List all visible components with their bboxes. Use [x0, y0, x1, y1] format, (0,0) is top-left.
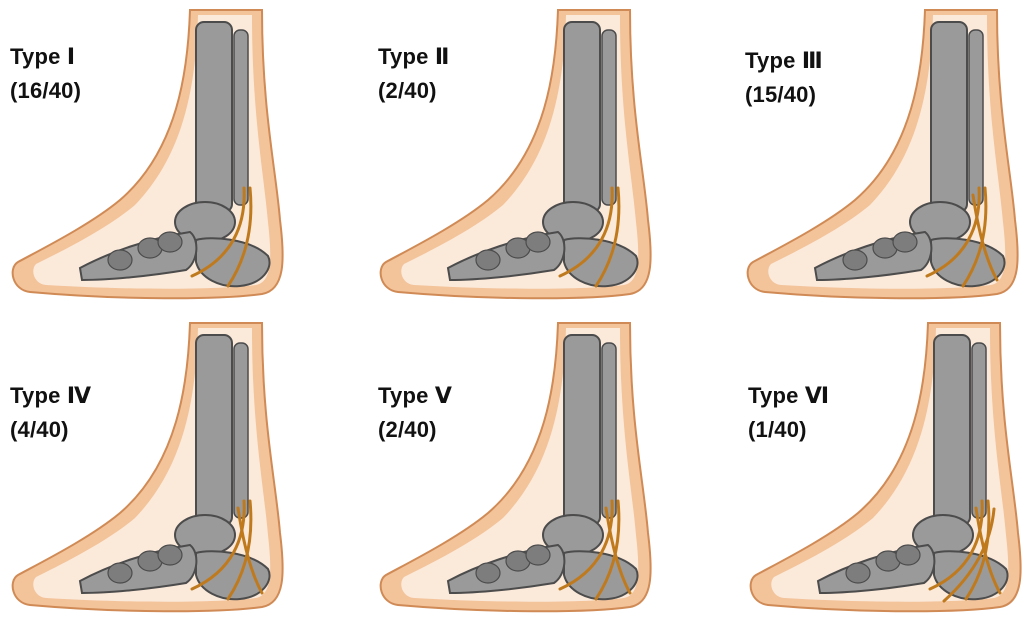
- type-label: Type Ⅵ: [748, 379, 829, 413]
- panel-type-2: Type Ⅱ (2/40): [368, 0, 708, 313]
- tarsal-bone: [476, 563, 500, 583]
- count-label: (2/40): [378, 413, 452, 447]
- panel-label: Type Ⅲ (15/40): [745, 44, 823, 112]
- panel-type-5: Type Ⅴ (2/40): [368, 313, 708, 626]
- count-label: (2/40): [378, 74, 450, 108]
- tarsal-bone: [158, 232, 182, 252]
- type-label: Type Ⅰ: [10, 40, 81, 74]
- tarsal-bone: [108, 250, 132, 270]
- tarsal-bone: [526, 545, 550, 565]
- tarsal-bone: [526, 232, 550, 252]
- tarsal-bone: [846, 563, 870, 583]
- fibula-bone: [602, 343, 616, 518]
- count-label: (1/40): [748, 413, 829, 447]
- panel-label: Type Ⅵ (1/40): [748, 379, 829, 447]
- panel-label: Type Ⅰ (16/40): [10, 40, 81, 108]
- tibia-bone: [931, 22, 967, 212]
- tarsal-bone: [896, 545, 920, 565]
- ankle-illustration-4: [0, 313, 340, 626]
- fibula-bone: [234, 30, 248, 205]
- panel-type-3: Type Ⅲ (15/40): [735, 0, 1022, 313]
- count-label: (4/40): [10, 413, 91, 447]
- fibula-bone: [972, 343, 986, 518]
- tarsal-bone: [108, 563, 132, 583]
- count-label: (15/40): [745, 78, 823, 112]
- tarsal-bone: [476, 250, 500, 270]
- tibia-bone: [934, 335, 970, 525]
- fibula-bone: [969, 30, 983, 205]
- type-label: Type Ⅳ: [10, 379, 91, 413]
- panel-type-6: Type Ⅵ (1/40): [738, 313, 1022, 626]
- panel-type-1: Type Ⅰ (16/40): [0, 0, 340, 313]
- tarsal-bone: [893, 232, 917, 252]
- tarsal-bone: [843, 250, 867, 270]
- fibula-bone: [234, 343, 248, 518]
- panel-label: Type Ⅳ (4/40): [10, 379, 91, 447]
- tibia-bone: [564, 335, 600, 525]
- fibula-bone: [602, 30, 616, 205]
- tibia-bone: [196, 335, 232, 525]
- type-label: Type Ⅱ: [378, 40, 450, 74]
- panel-label: Type Ⅴ (2/40): [378, 379, 452, 447]
- ankle-illustration-6: [738, 313, 1022, 626]
- tarsal-bone: [158, 545, 182, 565]
- ankle-illustration-5: [368, 313, 708, 626]
- panel-label: Type Ⅱ (2/40): [378, 40, 450, 108]
- panel-type-4: Type Ⅳ (4/40): [0, 313, 340, 626]
- count-label: (16/40): [10, 74, 81, 108]
- type-label: Type Ⅴ: [378, 379, 452, 413]
- tibia-bone: [196, 22, 232, 212]
- tibia-bone: [564, 22, 600, 212]
- type-label: Type Ⅲ: [745, 44, 823, 78]
